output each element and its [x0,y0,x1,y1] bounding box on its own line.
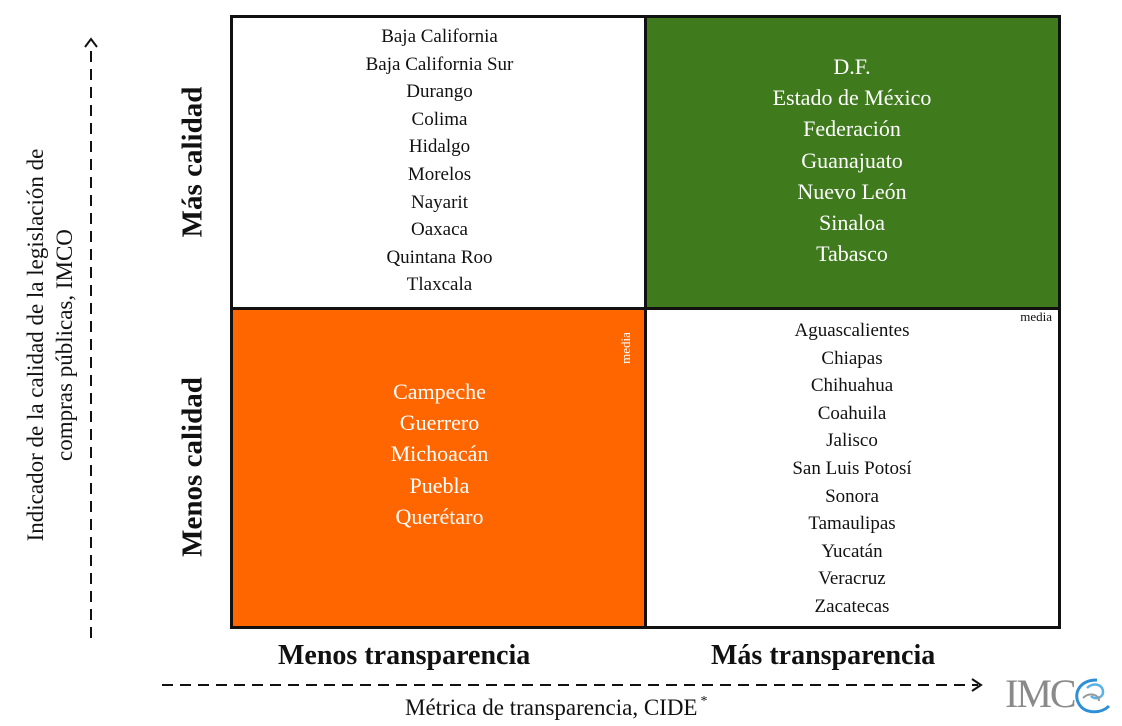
state-list-top-left: Baja California Baja California Sur Dura… [233,18,646,299]
column-label-menos-transparencia: Menos transparencia [278,640,531,671]
y-axis-arrow [84,37,98,638]
state-item: Hidalgo [408,136,471,158]
state-item: Sinaloa [819,210,885,236]
imco-logo-text: IMC [1005,671,1077,716]
state-item: Sonora [825,485,879,507]
state-item: Oaxaca [411,219,468,241]
state-item: San Luis Potosí [792,457,912,479]
state-item: Yucatán [821,540,883,562]
quadrant-bottom-left: media Campeche Guerrero Michoacán Puebla… [233,308,646,626]
imco-wave-logo-icon [1075,678,1111,714]
state-item: Quintana Roo [386,246,493,268]
state-item: Michoacán [390,441,489,467]
x-axis-arrow [162,678,983,692]
state-item: Guerrero [399,410,480,436]
vertical-median-divider [644,18,647,626]
media-label-vertical: media [618,332,634,364]
state-item: Chiapas [821,347,883,369]
state-list-bottom-left: Campeche Guerrero Michoacán Puebla Queré… [233,308,646,532]
x-axis-title-text: Métrica de transparencia, CIDE [405,695,698,720]
state-item: Campeche [393,379,486,404]
state-item: Querétaro [395,503,484,529]
x-axis-title: Métrica de transparencia, CIDE* [405,694,707,721]
state-item: Chihuahua [810,375,894,397]
state-item: Estado de México [772,85,932,111]
y-axis-title: Indicador de la calidad de la legislació… [21,35,79,655]
state-list-top-right: D.F. Estado de México Federación Guanaju… [646,18,1058,269]
state-list-bottom-right: Aguascalientes Chiapas Chihuahua Coahuil… [646,308,1058,621]
imco-logo: IMC [1005,668,1115,720]
row-label-mas-calidad: Más calidad [176,86,209,238]
state-item: D.F. [833,54,871,79]
state-item: Guanajuato [801,147,903,173]
state-item: Morelos [407,163,472,185]
state-item: Aguascalientes [794,320,910,341]
row-label-menos-calidad: Menos calidad [176,377,209,557]
quadrant-top-right: D.F. Estado de México Federación Guanaju… [646,18,1058,308]
column-label-mas-transparencia: Más transparencia [711,640,936,671]
state-item: Nuevo León [797,178,907,204]
state-item: Jalisco [826,430,878,452]
state-item: Tlaxcala [406,274,473,296]
state-item: Colima [411,108,468,130]
quadrant-bottom-right: media Aguascalientes Chiapas Chihuahua C… [646,308,1058,626]
quadrant-matrix: Baja California Baja California Sur Dura… [230,15,1061,629]
state-item: Durango [406,81,473,103]
state-item: Baja California [381,26,498,47]
y-axis-title-line2: compras públicas, IMCO [52,229,77,461]
state-item: Puebla [409,472,470,498]
state-item: Federación [803,116,901,142]
state-item: Baja California Sur [365,53,514,75]
media-label-horizontal: media [1020,309,1052,324]
state-item: Nayarit [411,191,468,213]
state-item: Coahuila [817,402,887,424]
state-item: Zacatecas [814,595,890,617]
footnote-mark: * [700,694,708,709]
state-item: Tabasco [816,241,888,267]
state-item: Veracruz [818,568,886,590]
state-item: Tamaulipas [808,513,896,535]
horizontal-median-divider [233,307,1058,310]
y-axis-title-line1: Indicador de la calidad de la legislació… [23,148,48,542]
quadrant-top-left: Baja California Baja California Sur Dura… [233,18,646,308]
